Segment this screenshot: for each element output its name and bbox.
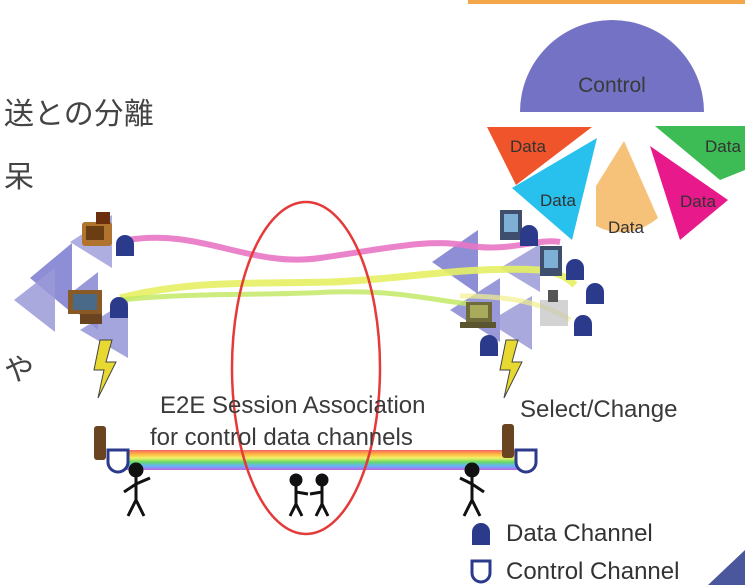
control-semicircle	[520, 20, 704, 112]
handshake-figures	[288, 473, 330, 517]
left-port-data-1	[116, 235, 134, 256]
legend-data-channel: Data Channel	[470, 520, 653, 548]
control-channel-icon	[470, 559, 492, 584]
right-port-data-4	[574, 315, 592, 336]
left-person-figure	[123, 462, 151, 517]
right-port-data-3	[586, 283, 604, 304]
left-port-data-2	[110, 297, 128, 318]
select-change-label: Select/Change	[520, 396, 678, 423]
right-phone-device	[540, 290, 568, 326]
right-computer-device-2	[540, 246, 562, 276]
right-person-figure	[459, 462, 485, 517]
data-wedge-orange	[487, 127, 592, 185]
data-line-pink	[127, 234, 561, 263]
left-phone-device	[82, 212, 112, 246]
data-channel-icon	[472, 523, 490, 545]
legend-control-channel-text: Control Channel	[506, 558, 680, 585]
right-arrow-1	[432, 230, 478, 294]
jp-text-line3: や	[4, 353, 34, 388]
right-computer-device-1	[500, 210, 522, 240]
left-arrow-back	[14, 268, 55, 332]
right-arrow-3	[488, 296, 532, 350]
left-computer-device	[68, 290, 102, 324]
right-port-data-5	[480, 335, 498, 356]
data-wedge-peach	[596, 141, 658, 233]
left-handset	[94, 426, 106, 460]
right-laptop-device	[460, 302, 496, 328]
data-label-orange: Data	[510, 137, 546, 156]
right-handset	[502, 424, 514, 458]
right-port-data-1	[520, 225, 538, 246]
caption-line1: E2E Session Association	[160, 392, 426, 419]
right-lightning-icon	[499, 339, 523, 399]
data-label-magenta: Data	[680, 192, 716, 211]
control-rainbow-bar	[112, 450, 524, 470]
jp-text-line1: 送との分離	[4, 97, 154, 132]
legend-control-channel: Control Channel	[470, 558, 679, 586]
legend-data-channel-text: Data Channel	[506, 520, 653, 547]
data-wedge-cyan	[512, 138, 597, 240]
corner-accent	[708, 550, 745, 585]
right-port-data-2	[566, 259, 584, 280]
left-lightning-icon	[93, 339, 117, 399]
data-label-cyan: Data	[540, 191, 576, 210]
left-port-control	[106, 448, 130, 474]
data-line-green	[119, 289, 471, 307]
caption-line2: for control data channels	[150, 424, 413, 451]
data-label-peach: Data	[608, 218, 644, 237]
top-orange-bar	[468, 0, 745, 4]
session-ellipse	[230, 200, 382, 536]
control-label: Control	[578, 74, 646, 97]
jp-text-line2: 呆	[4, 160, 34, 195]
data-wedge-green	[655, 126, 745, 180]
data-label-green: Data	[705, 137, 741, 156]
data-wedge-magenta	[650, 146, 728, 240]
right-port-control	[514, 448, 538, 474]
